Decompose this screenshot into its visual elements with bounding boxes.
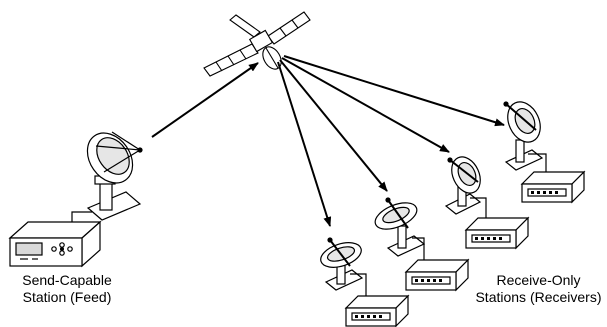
- satellite-dish-icon: [320, 237, 364, 291]
- receiver-cable: [528, 153, 547, 172]
- satellite-dish-icon: [86, 131, 143, 221]
- receiver-device-icon: [464, 216, 530, 250]
- send-label-line2: Station (Feed): [22, 289, 112, 305]
- recv-label-line1: Receive-Only: [496, 272, 581, 288]
- receiver-device-icon: [520, 170, 586, 204]
- receive-only-stations-label: Receive-Only Stations (Receivers): [470, 272, 607, 306]
- satellite-icon: [203, 11, 311, 77]
- receiver-device-icon: [404, 258, 470, 292]
- receiver-device-icon: [344, 294, 410, 327]
- satellite-dish-icon: [503, 101, 544, 171]
- send-label-line1: Send-Capable: [22, 272, 112, 288]
- downlink-arrow: [277, 55, 505, 227]
- satellite-dish-icon: [374, 197, 426, 257]
- transmitter-device-icon: [8, 220, 102, 268]
- satellite-dish-icon: [444, 156, 482, 215]
- receiver-cable: [412, 237, 425, 262]
- uplink-arrow: [151, 62, 259, 138]
- send-capable-station-label: Send-Capable Station (Feed): [2, 272, 132, 306]
- recv-label-line2: Stations (Receivers): [475, 289, 602, 305]
- receiver-cable: [470, 197, 487, 218]
- receiver-cable: [350, 273, 367, 297]
